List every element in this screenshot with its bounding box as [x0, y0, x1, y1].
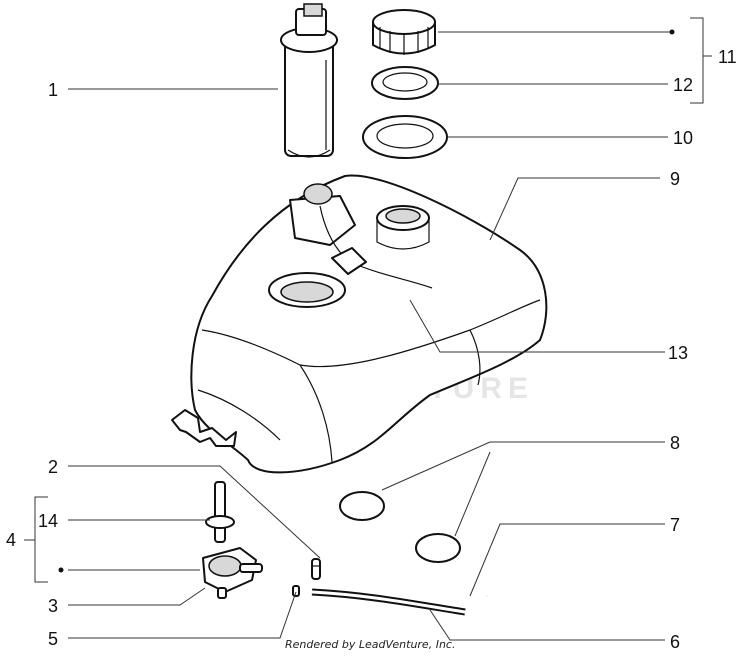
- bullet-dot: [669, 29, 675, 35]
- leader-lines: [24, 17, 712, 641]
- part-9-fuel-tank: [171, 174, 548, 474]
- callout-9: 9: [670, 169, 680, 189]
- part-5-clip: [292, 585, 300, 597]
- callout-6: 6: [670, 632, 680, 652]
- callout-14: 14: [38, 511, 58, 531]
- callout-8: 8: [670, 433, 680, 453]
- callout-13: 13: [668, 343, 688, 363]
- callout-1: 1: [48, 80, 58, 100]
- part-1-fuel-level-sender: [280, 3, 338, 158]
- part-8-plugs: [339, 491, 461, 563]
- bullet-dot: [58, 567, 64, 573]
- part-6-hose: [311, 588, 466, 616]
- callout-10: 10: [673, 128, 693, 148]
- callout-5: 5: [48, 629, 58, 649]
- part-3-fuel-tap: [202, 481, 263, 599]
- callout-2: 2: [48, 457, 58, 477]
- part-2-clip: [311, 558, 321, 580]
- part-12-gasket: [371, 66, 439, 100]
- part-7-hose: [331, 568, 488, 598]
- callout-11: 11: [718, 47, 737, 67]
- callout-12: 12: [673, 75, 693, 95]
- render-credit: Rendered by LeadVenture, Inc.: [285, 638, 455, 651]
- part-11-filler-cap: [372, 9, 436, 55]
- callout-3: 3: [48, 596, 58, 616]
- part-10-gasket: [362, 115, 448, 159]
- callout-4: 4: [6, 530, 16, 550]
- callout-7: 7: [670, 515, 680, 535]
